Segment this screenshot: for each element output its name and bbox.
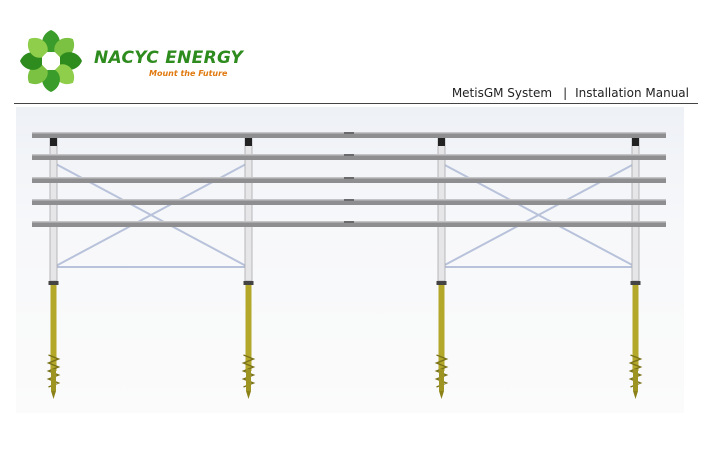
mount-structure-drawing bbox=[32, 132, 666, 399]
mount-structure-figure bbox=[16, 107, 684, 413]
header-rule bbox=[14, 103, 698, 104]
logo-flower-icon bbox=[20, 30, 82, 92]
header-separator: | bbox=[563, 86, 568, 100]
ground-screws bbox=[46, 281, 643, 399]
horizontal-rails bbox=[32, 132, 666, 227]
rail-splices bbox=[344, 132, 354, 223]
document-header: MetisGM System | Installation Manual bbox=[452, 86, 689, 100]
company-logo: NACYC ENERGY Mount the Future bbox=[18, 26, 268, 96]
post-caps bbox=[50, 138, 639, 146]
brand-name: NACYC ENERGY bbox=[94, 48, 244, 68]
document-type: Installation Manual bbox=[575, 86, 689, 100]
system-name: MetisGM System bbox=[451, 86, 553, 100]
brand-tagline: Mount the Future bbox=[149, 69, 228, 78]
